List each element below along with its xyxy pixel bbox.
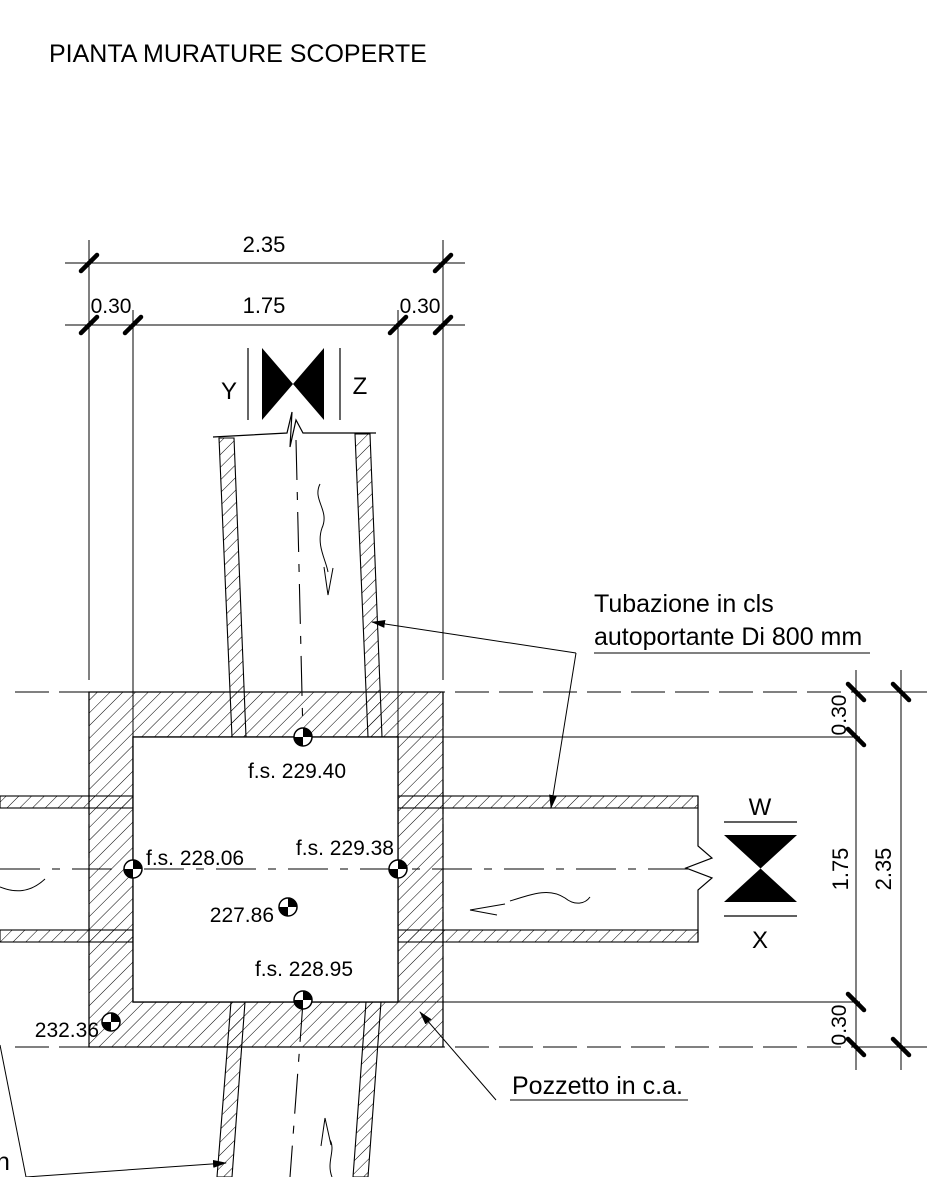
dim-top-right-wall: 0.30 xyxy=(400,295,441,318)
level-top: f.s. 229.40 xyxy=(248,760,346,783)
section-marker-wx xyxy=(724,821,797,917)
left-pipe xyxy=(0,795,134,943)
level-center: 227.86 xyxy=(210,904,274,927)
axis-lines xyxy=(0,439,860,1177)
dim-right-inner: 1.75 xyxy=(828,848,853,891)
level-bottom: f.s. 228.95 xyxy=(255,958,353,981)
section-label-x: X xyxy=(752,927,768,954)
section-label-w: W xyxy=(749,794,772,821)
top-pipe xyxy=(212,411,383,738)
cut-label-fragment: n xyxy=(0,1148,10,1176)
level-right: f.s. 229.38 xyxy=(296,837,394,860)
drawing-title: PIANTA MURATURE SCOPERTE xyxy=(49,40,427,68)
dim-right-bottom-wall: 0.30 xyxy=(828,1005,851,1046)
section-marker-yz xyxy=(247,348,341,420)
level-corner: 232.36 xyxy=(35,1019,99,1042)
section-label-y: Y xyxy=(221,378,237,405)
level-marker-right xyxy=(388,859,408,879)
pipe-label-line2: autoportante Di 800 mm xyxy=(594,623,862,651)
dim-top-inner: 1.75 xyxy=(243,293,286,318)
level-marker-bottom xyxy=(293,990,313,1010)
level-left: f.s. 228.06 xyxy=(146,847,244,870)
top-dimension-lines xyxy=(65,252,465,336)
dim-top-total: 2.35 xyxy=(243,232,286,257)
right-dimension-lines xyxy=(845,670,912,1070)
section-label-z: Z xyxy=(353,373,368,400)
dim-right-total: 2.35 xyxy=(871,848,896,891)
dim-top-left-wall: 0.30 xyxy=(91,295,132,318)
extension-lines xyxy=(88,240,927,1048)
level-marker-corner xyxy=(101,1012,121,1032)
leader-lines xyxy=(0,619,870,1177)
pipe-label-line1: Tubazione in cls xyxy=(594,590,774,618)
level-marker-center xyxy=(278,897,298,917)
dim-right-top-wall: 0.30 xyxy=(828,695,851,736)
level-marker-left xyxy=(123,859,143,879)
level-markers xyxy=(101,727,408,1032)
manhole-label: Pozzetto in c.a. xyxy=(512,1072,683,1100)
level-marker-top xyxy=(293,727,313,747)
